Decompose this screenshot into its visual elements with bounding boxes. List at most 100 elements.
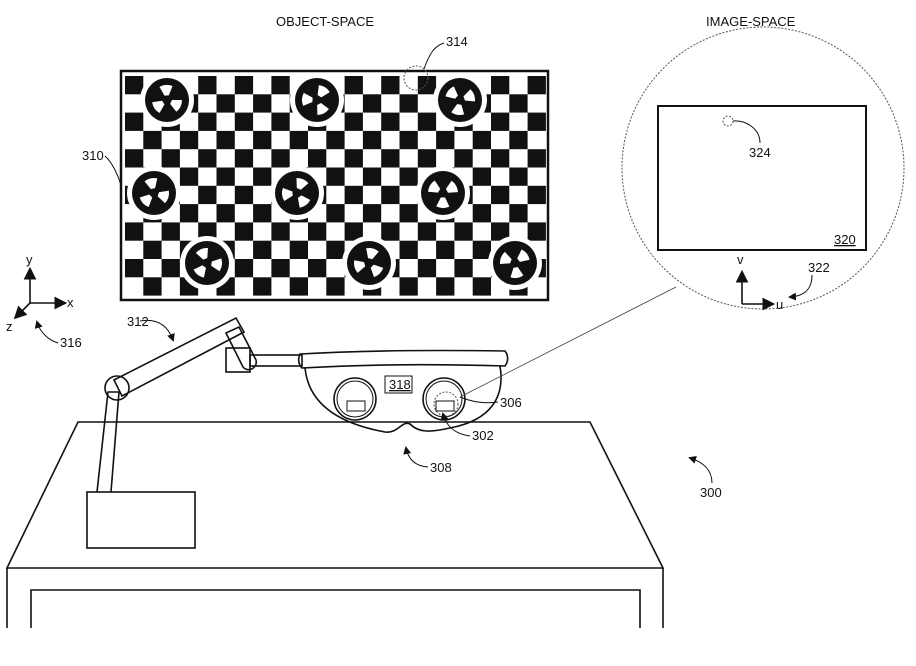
checker-square — [362, 130, 382, 150]
checker-square — [289, 240, 308, 259]
leader-312 — [139, 319, 175, 342]
checker-square — [234, 185, 254, 205]
checker-square — [326, 130, 345, 150]
fiducial-marker — [140, 73, 194, 127]
checker-square — [253, 204, 272, 223]
world-axes: y x z — [6, 252, 74, 334]
checker-square — [454, 222, 473, 241]
checker-square — [143, 277, 162, 296]
checker-square — [491, 112, 510, 131]
checker-square — [381, 76, 400, 95]
checker-square — [143, 240, 162, 259]
leader-302 — [440, 412, 471, 437]
checker-square — [509, 204, 528, 223]
checker-square — [271, 112, 290, 131]
checkerboard-pattern — [125, 76, 546, 296]
checker-square — [308, 259, 327, 278]
checker-square — [161, 259, 180, 278]
fiducial-marker — [342, 236, 396, 290]
checker-square — [344, 76, 363, 95]
leader-316 — [34, 320, 59, 344]
checker-square — [198, 185, 217, 205]
checker-square — [344, 222, 363, 241]
headset: 318 — [297, 349, 509, 433]
checker-square — [472, 240, 491, 259]
fiducial-marker — [270, 166, 324, 220]
checker-square — [198, 76, 217, 95]
checker-square — [436, 130, 455, 150]
checker-square — [161, 149, 180, 168]
leader-324 — [732, 120, 761, 144]
robot-arm — [86, 316, 303, 549]
checker-square — [234, 112, 254, 131]
leader-314 — [423, 42, 445, 70]
checker-square — [216, 204, 235, 223]
label-320: 320 — [834, 232, 856, 247]
checker-square — [399, 130, 418, 150]
checker-square — [381, 149, 400, 168]
checker-square — [527, 222, 546, 241]
checker-square — [179, 130, 199, 150]
checker-square — [125, 259, 144, 278]
checker-square — [125, 149, 144, 168]
checker-square — [527, 149, 546, 168]
checker-square — [381, 185, 400, 205]
checker-square — [179, 167, 199, 186]
checker-square — [326, 167, 345, 186]
checker-square — [143, 130, 162, 150]
fiducial-marker — [416, 166, 470, 220]
checker-square — [454, 259, 473, 278]
feature-point-314 — [403, 65, 429, 91]
checker-square — [326, 240, 345, 259]
checker-square — [253, 277, 272, 296]
fiducial-marker — [433, 73, 487, 127]
checker-square — [289, 277, 308, 296]
leader-310 — [104, 155, 122, 186]
checker-square — [417, 112, 437, 131]
checker-square — [234, 76, 254, 95]
fiducial-marker — [488, 236, 542, 290]
label-310: 310 — [82, 148, 104, 163]
checker-square — [125, 112, 144, 131]
checker-square — [399, 94, 418, 113]
checker-square — [472, 130, 491, 150]
checker-square — [399, 167, 418, 186]
axis-y-label: y — [26, 252, 33, 267]
fiducial-marker — [180, 236, 234, 290]
image-plane-320 — [657, 105, 867, 251]
checker-square — [344, 185, 363, 205]
checker-square — [454, 149, 473, 168]
checker-square — [436, 240, 455, 259]
checker-square — [491, 149, 510, 168]
checker-square — [417, 259, 437, 278]
label-308: 308 — [430, 460, 452, 475]
leader-308 — [403, 446, 429, 468]
table — [5, 421, 665, 628]
checker-square — [216, 130, 235, 150]
checker-square — [234, 149, 254, 168]
leader-322 — [788, 274, 813, 301]
checker-square — [417, 222, 437, 241]
checker-square — [527, 76, 546, 95]
checker-square — [125, 222, 144, 241]
checker-square — [472, 277, 491, 296]
label-322: 322 — [808, 260, 830, 275]
checker-square — [527, 185, 546, 205]
label-300: 300 — [700, 485, 722, 500]
checker-square — [491, 222, 510, 241]
label-324: 324 — [749, 145, 771, 160]
label-314: 314 — [446, 34, 468, 49]
checker-square — [381, 222, 400, 241]
checker-square — [399, 204, 418, 223]
checker-square — [234, 259, 254, 278]
checker-square — [491, 76, 510, 95]
checker-square — [362, 204, 382, 223]
checker-square — [326, 277, 345, 296]
checker-square — [253, 167, 272, 186]
checker-square — [179, 204, 199, 223]
checker-square — [253, 240, 272, 259]
checker-square — [308, 149, 327, 168]
axis-v-label: v — [737, 252, 744, 267]
axis-u-label: u — [776, 297, 783, 312]
